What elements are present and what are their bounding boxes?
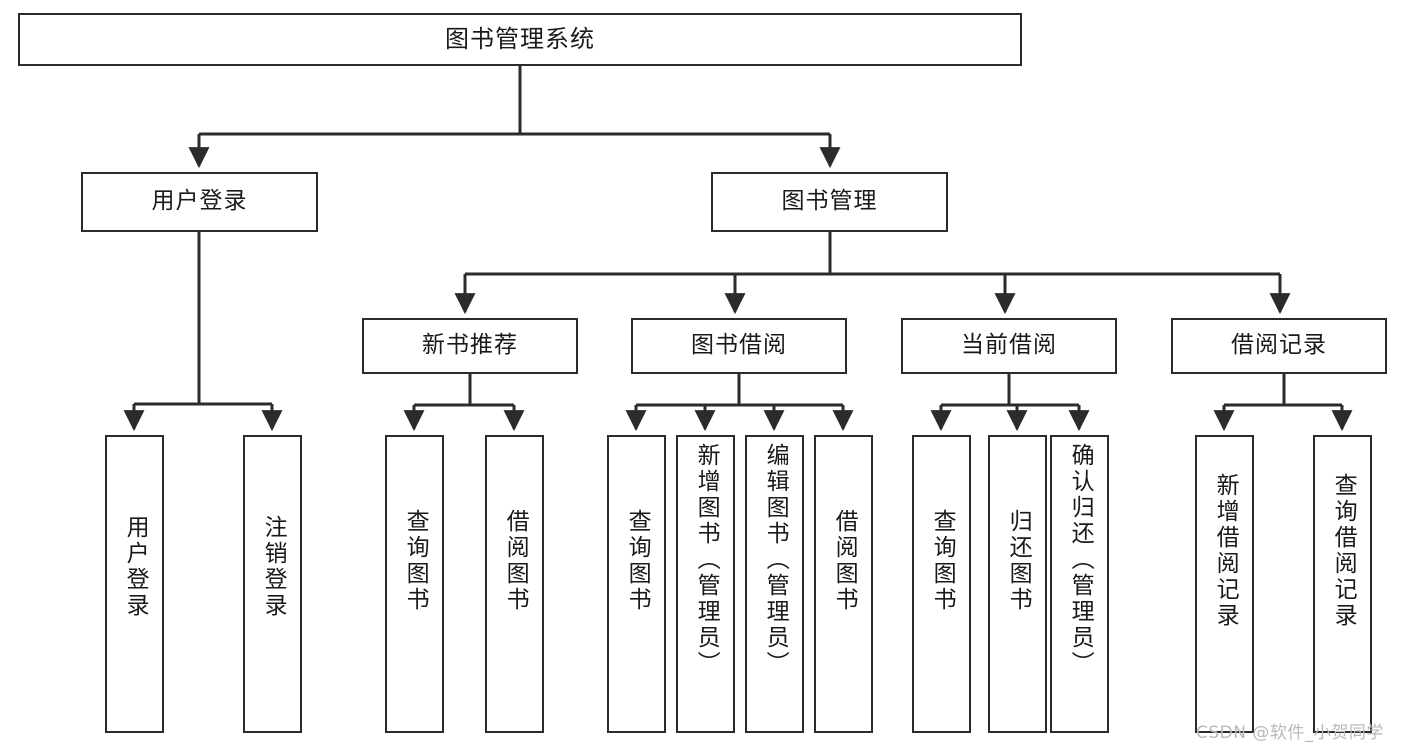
node-leaf-query-book-3[interactable]: 查询图书 (912, 435, 971, 733)
node-leaf-query-book-3-label: 查询图书 (929, 509, 956, 613)
node-leaf-borrow-book-2-label: 借阅图书 (831, 509, 858, 613)
node-current-borrow-label: 当前借阅 (961, 332, 1057, 359)
node-leaf-return-book-label: 归还图书 (1005, 509, 1032, 613)
node-leaf-borrow-book-2[interactable]: 借阅图书 (814, 435, 873, 733)
node-borrow-record[interactable]: 借阅记录 (1171, 318, 1387, 374)
csdn-watermark: CSDN @软件_小贺同学 (1196, 723, 1384, 743)
node-leaf-return-book[interactable]: 归还图书 (988, 435, 1047, 733)
node-user-login-label: 用户登录 (151, 188, 248, 215)
node-leaf-query-book-2-label: 查询图书 (624, 509, 651, 613)
node-leaf-borrow-book-1[interactable]: 借阅图书 (485, 435, 544, 733)
node-leaf-edit-book-admin-label: 编辑图书（管理员） (762, 443, 789, 677)
node-leaf-add-borrow-record-label: 新增借阅记录 (1212, 473, 1239, 629)
node-leaf-user-logout-label: 注销登录 (260, 515, 287, 619)
node-leaf-edit-book-admin[interactable]: 编辑图书（管理员） (745, 435, 804, 733)
node-current-borrow[interactable]: 当前借阅 (901, 318, 1117, 374)
node-new-book-recommend-label: 新书推荐 (422, 332, 518, 359)
node-root-label: 图书管理系统 (445, 25, 595, 54)
node-leaf-confirm-return-admin[interactable]: 确认归还（管理员） (1050, 435, 1109, 733)
node-leaf-confirm-return-admin-label: 确认归还（管理员） (1067, 443, 1094, 677)
node-borrow-record-label: 借阅记录 (1231, 332, 1327, 359)
node-leaf-add-borrow-record[interactable]: 新增借阅记录 (1195, 435, 1254, 733)
node-leaf-query-book-1-label: 查询图书 (402, 509, 429, 613)
node-leaf-query-book-1[interactable]: 查询图书 (385, 435, 444, 733)
node-book-manage-label: 图书管理 (781, 188, 878, 215)
node-leaf-borrow-book-1-label: 借阅图书 (502, 509, 529, 613)
node-leaf-query-borrow-record-label: 查询借阅记录 (1330, 473, 1357, 629)
node-book-borrow[interactable]: 图书借阅 (631, 318, 847, 374)
node-leaf-add-book-admin-label: 新增图书（管理员） (693, 443, 720, 677)
node-leaf-user-login-label: 用户登录 (122, 515, 149, 619)
node-new-book-recommend[interactable]: 新书推荐 (362, 318, 578, 374)
node-leaf-user-login[interactable]: 用户登录 (105, 435, 164, 733)
node-leaf-add-book-admin[interactable]: 新增图书（管理员） (676, 435, 735, 733)
node-leaf-query-book-2[interactable]: 查询图书 (607, 435, 666, 733)
node-user-login[interactable]: 用户登录 (81, 172, 318, 232)
node-leaf-query-borrow-record[interactable]: 查询借阅记录 (1313, 435, 1372, 733)
node-root-system[interactable]: 图书管理系统 (18, 13, 1022, 66)
node-book-borrow-label: 图书借阅 (691, 332, 787, 359)
node-leaf-user-logout[interactable]: 注销登录 (243, 435, 302, 733)
node-book-manage[interactable]: 图书管理 (711, 172, 948, 232)
